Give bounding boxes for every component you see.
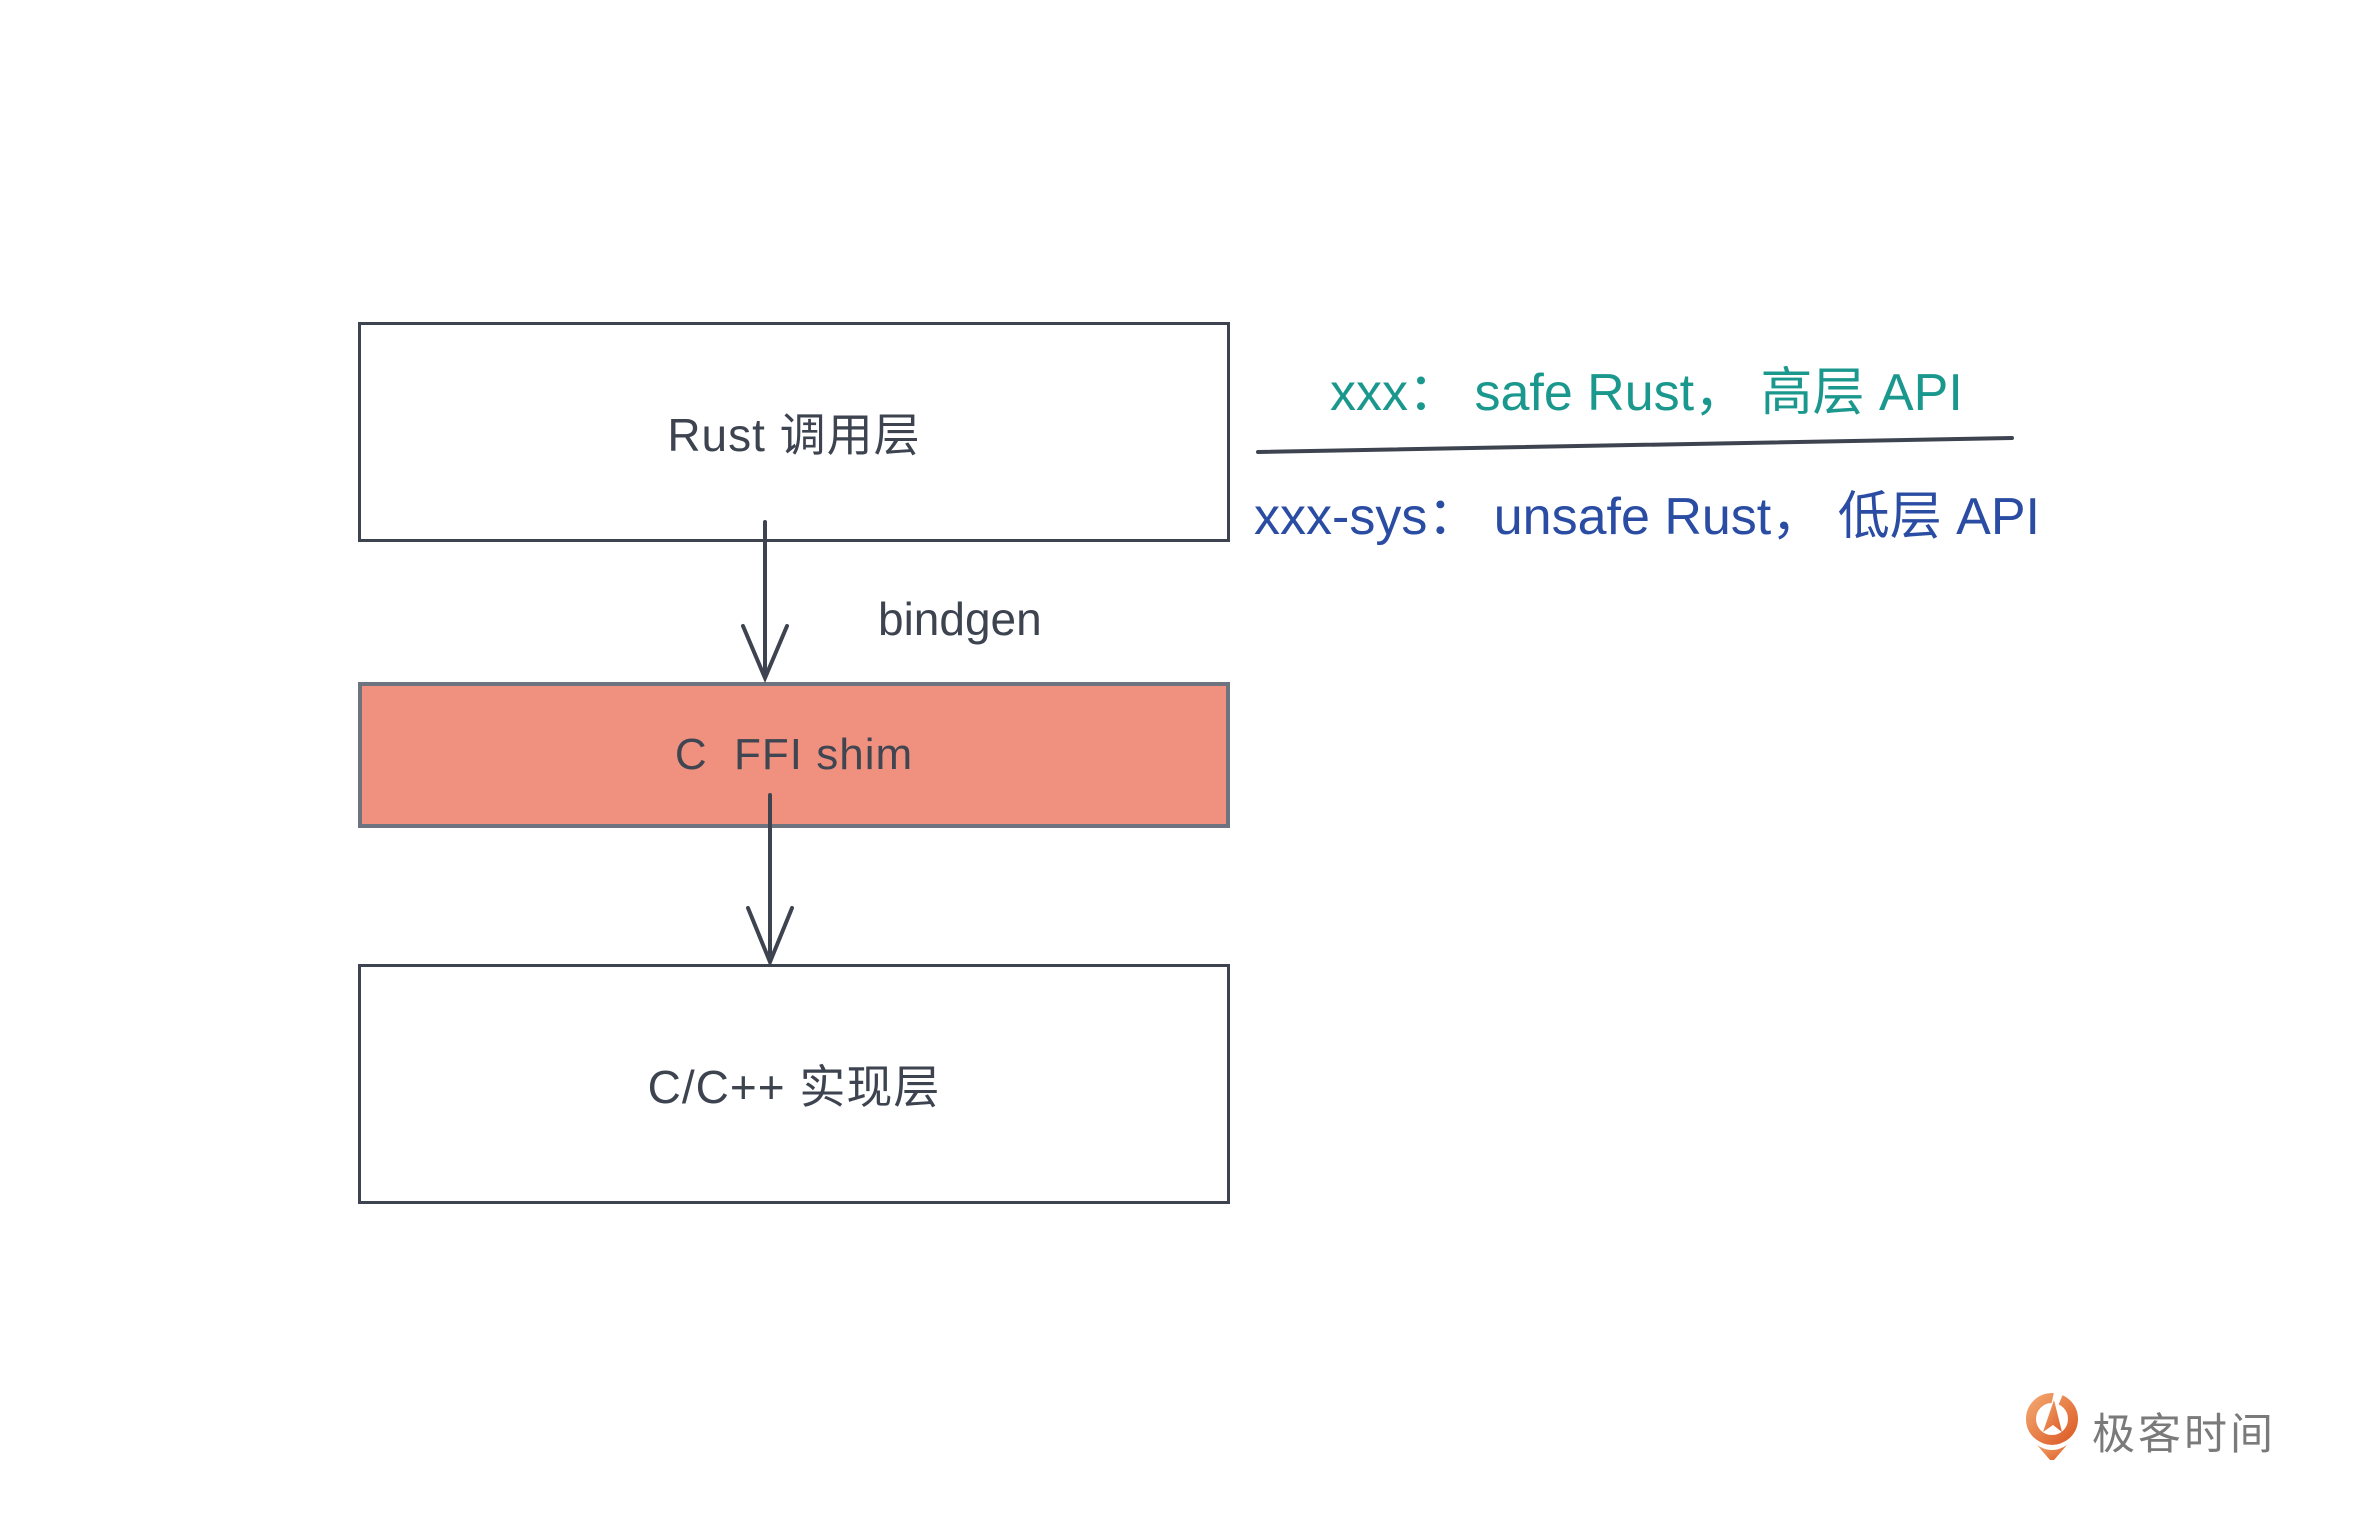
box-c-cpp-impl-layer-label: C/C++ 实现层 — [647, 1061, 941, 1113]
box-c-ffi-shim: C FFI shim — [358, 682, 1230, 828]
legend-safe-rust: xxx： safe Rust， 高层 API — [1330, 364, 1963, 422]
bindgen-label: bindgen — [878, 593, 1042, 645]
box-c-cpp-impl-layer: C/C++ 实现层 — [358, 964, 1230, 1204]
box-rust-call-layer-label: Rust 调用层 — [667, 409, 921, 461]
geektime-logo-text: 极客时间 — [2092, 1411, 2276, 1459]
box-c-ffi-shim-label: C FFI shim — [674, 730, 914, 779]
geektime-logo: 极客时间 — [2024, 1392, 2276, 1462]
box-rust-call-layer: Rust 调用层 — [358, 322, 1230, 542]
arrow-rust-to-shim — [741, 520, 789, 684]
legend-divider-line — [1256, 436, 2014, 454]
geektime-pin-icon — [2026, 1392, 2078, 1460]
legend-unsafe-rust: xxx-sys： unsafe Rust， 低层 API — [1254, 488, 2040, 546]
